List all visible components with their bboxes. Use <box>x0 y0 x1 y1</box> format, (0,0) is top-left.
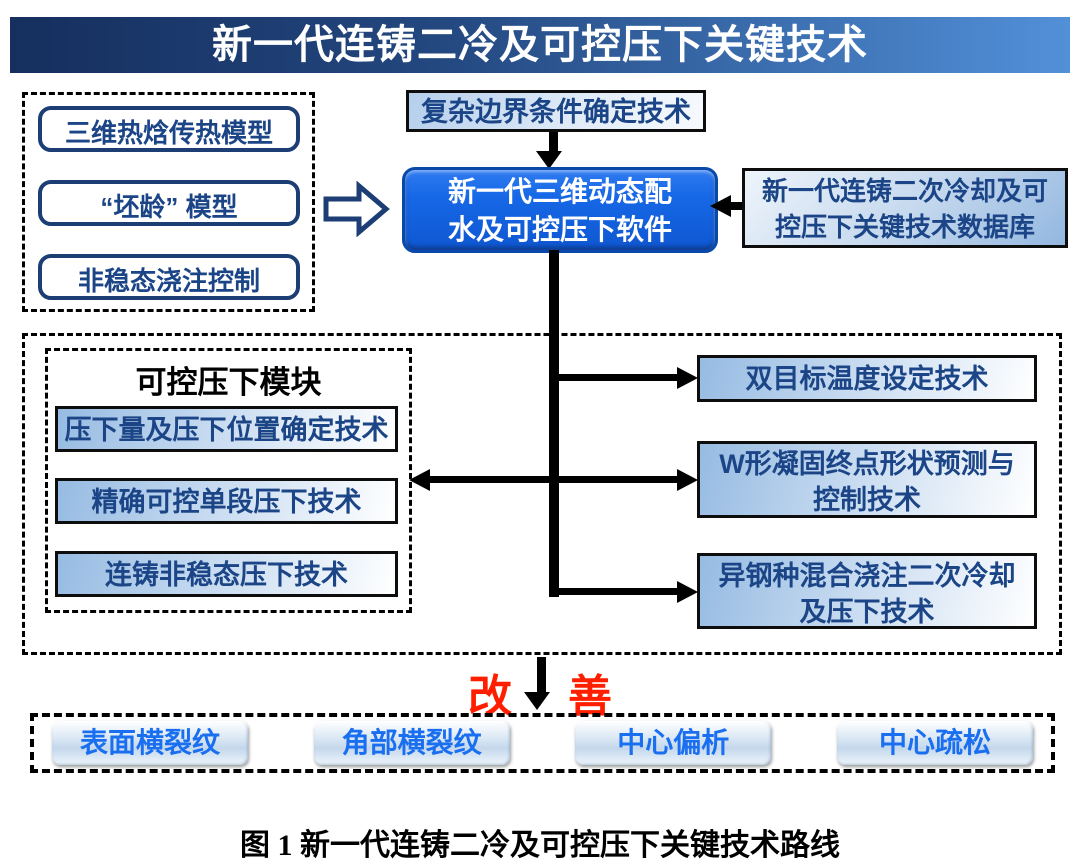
improve-label-left: 改 <box>468 672 512 721</box>
database-box-line1: 新一代连铸二次冷却及可 <box>761 176 1048 206</box>
database-box: 新一代连铸二次冷却及可 控压下关键技术数据库 <box>742 168 1068 248</box>
model-box-billet-age: “坯龄” 模型 <box>38 180 300 226</box>
defect-box-center-segregation: 中心偏析 <box>575 721 772 765</box>
model-box-heat-transfer: 三维热焓传热模型 <box>38 106 300 152</box>
branch1-shaft <box>554 374 680 381</box>
branch2-arrow-right-icon <box>677 469 698 491</box>
arrow-left-icon <box>710 195 731 217</box>
output-box-dual-target: 双目标温度设定技术 <box>697 355 1037 402</box>
module-box-unsteady-reduction: 连铸非稳态压下技术 <box>55 551 398 597</box>
output-box-mixed-steel-line2: 及压下技术 <box>799 597 935 627</box>
output-box-w-shape: W形凝固终点形状预测与 控制技术 <box>697 441 1037 518</box>
reduction-module-title: 可控压下模块 <box>135 365 322 400</box>
branch1-arrow-right-icon <box>677 367 698 389</box>
module-box-single-segment: 精确可控单段压下技术 <box>55 478 398 524</box>
improve-label-right: 善 <box>568 672 612 721</box>
block-arrow-right-icon <box>323 181 390 237</box>
software-box-line1: 新一代三维动态配 <box>447 176 672 207</box>
output-box-mixed-steel: 异钢种混合浇注二次冷却 及压下技术 <box>697 553 1037 629</box>
defect-box-corner-crack: 角部横裂纹 <box>313 721 510 765</box>
arrow-left-shaft <box>728 202 742 210</box>
software-box-line2: 水及可控压下软件 <box>447 214 672 245</box>
branch3-shaft <box>554 588 680 595</box>
figure-caption: 图 1 新一代连铸二冷及可控压下关键技术路线 <box>240 829 840 862</box>
improve-arrow-down-icon <box>524 692 550 710</box>
defect-box-center-porosity: 中心疏松 <box>836 721 1033 765</box>
defect-box-surface-crack: 表面横裂纹 <box>52 721 248 765</box>
defects-panel: 表面横裂纹 角部横裂纹 中心偏析 中心疏松 <box>30 713 1055 773</box>
boundary-condition-box: 复杂边界条件确定技术 <box>406 90 706 132</box>
output-box-w-shape-line1: W形凝固终点形状预测与 <box>719 449 1015 479</box>
branch2-arrow-left-icon <box>409 469 430 491</box>
trunk-line <box>549 250 559 597</box>
output-box-mixed-steel-line1: 异钢种混合浇注二次冷却 <box>718 561 1016 591</box>
model-box-unsteady-casting: 非稳态浇注控制 <box>38 254 300 300</box>
improve-arrow-shaft <box>537 657 546 694</box>
arrow-down-icon <box>536 151 562 169</box>
arrow-down-shaft <box>549 132 558 153</box>
software-box: 新一代三维动态配 水及可控压下软件 <box>402 167 718 253</box>
diagram-title-banner: 新一代连铸二冷及可控压下关键技术 <box>10 17 1070 73</box>
model-inputs-panel: 三维热焓传热模型 “坯龄” 模型 非稳态浇注控制 <box>22 92 315 312</box>
branch2-shaft <box>430 476 680 483</box>
technology-group-panel <box>22 333 1062 655</box>
output-box-w-shape-line2: 控制技术 <box>813 485 921 515</box>
branch3-arrow-right-icon <box>677 581 698 603</box>
module-box-reduction-amount: 压下量及压下位置确定技术 <box>55 406 398 452</box>
database-box-line2: 控压下关键技术数据库 <box>774 212 1035 242</box>
